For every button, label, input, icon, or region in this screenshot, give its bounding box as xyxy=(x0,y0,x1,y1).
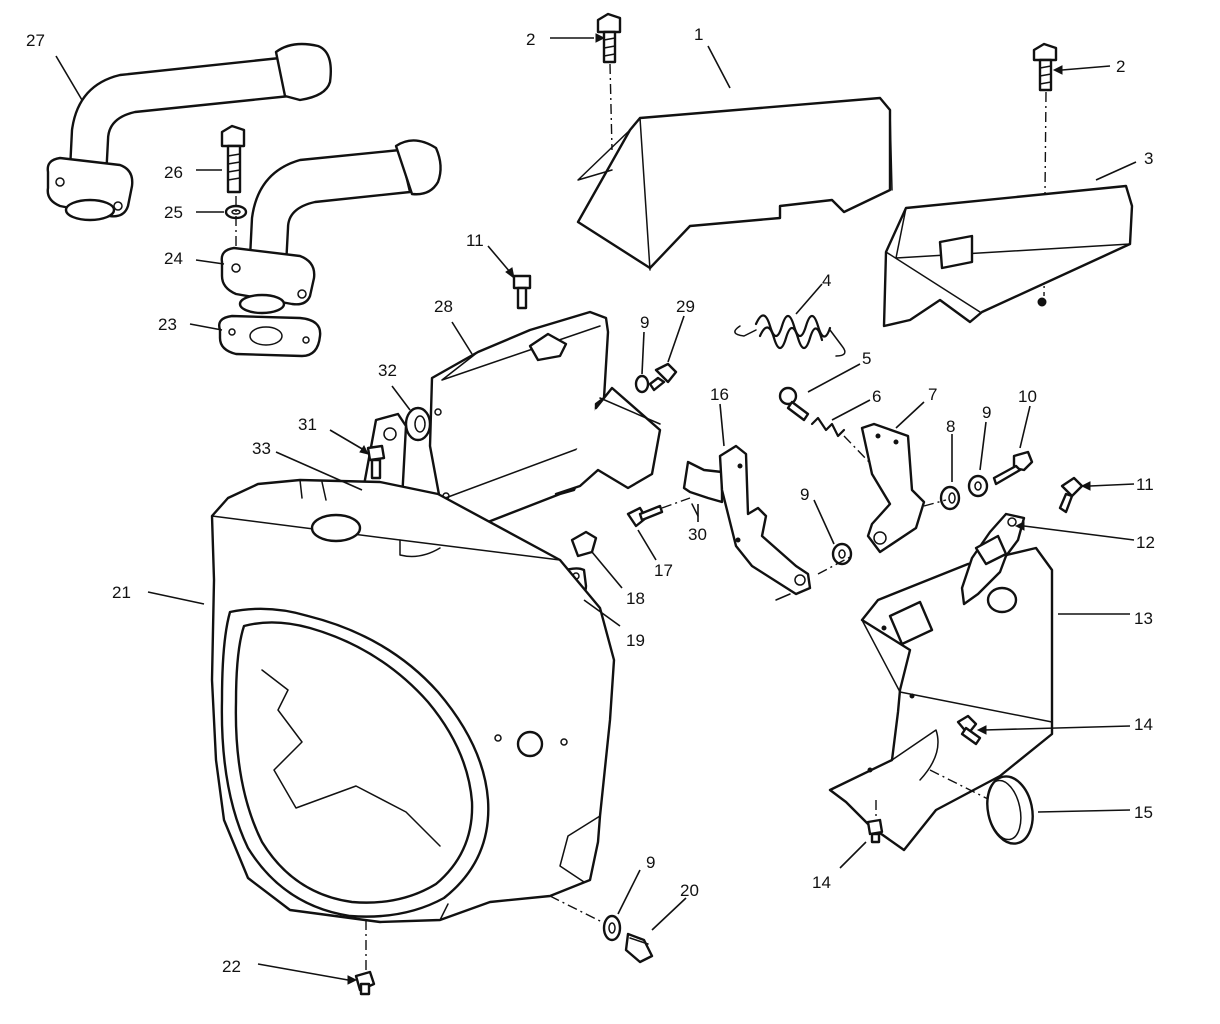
part-24-exhaust-elbow xyxy=(220,139,442,315)
label-18: 18 xyxy=(626,589,645,608)
part-9-washer-a xyxy=(967,474,989,498)
part-18-screw xyxy=(570,530,598,558)
part-10-bolt xyxy=(992,450,1034,486)
part-21-blower-housing xyxy=(210,478,616,924)
part-17-screw xyxy=(626,504,664,528)
label-2-right: 2 xyxy=(1116,57,1125,76)
part-30-clip xyxy=(682,460,724,517)
part-14-screw-a xyxy=(956,714,982,746)
part-32-grommet xyxy=(404,406,432,442)
label-14-bottom: 14 xyxy=(812,873,831,892)
label-31: 31 xyxy=(298,415,317,434)
label-23: 23 xyxy=(158,315,177,334)
part-9-washer-d xyxy=(602,914,622,942)
label-1: 1 xyxy=(694,25,703,44)
part-22-screw xyxy=(354,970,376,996)
label-11-right: 11 xyxy=(1136,475,1154,494)
label-3: 3 xyxy=(1144,149,1153,168)
label-9-right: 9 xyxy=(982,403,991,422)
part-1-top-cover xyxy=(576,96,893,271)
part-15-plug xyxy=(986,775,1034,845)
part-26-bolt xyxy=(220,124,246,194)
label-8: 8 xyxy=(946,417,955,436)
part-3-right-cover xyxy=(882,184,1134,328)
label-21: 21 xyxy=(112,583,131,602)
part-16-bracket xyxy=(718,444,812,596)
label-9-top: 9 xyxy=(640,313,649,332)
label-22: 22 xyxy=(222,957,241,976)
label-30: 30 xyxy=(688,525,707,544)
part-12-bracket xyxy=(960,512,1026,606)
label-17: 17 xyxy=(654,561,673,580)
label-9-mid: 9 xyxy=(800,485,809,504)
part-5-screw xyxy=(778,386,810,422)
part-9-washer-c xyxy=(831,542,853,566)
label-25: 25 xyxy=(164,203,183,222)
part-13-side-shroud xyxy=(828,546,1054,852)
part-11-screw-top xyxy=(512,274,532,310)
label-27: 27 xyxy=(26,31,45,50)
label-6: 6 xyxy=(872,387,881,406)
label-19: 19 xyxy=(626,631,645,650)
part-8-spacer xyxy=(939,485,961,511)
label-9-bottom: 9 xyxy=(646,853,655,872)
part-2-bolt-right xyxy=(1032,42,1058,92)
part-4-spring xyxy=(734,314,846,357)
label-20: 20 xyxy=(680,881,699,900)
label-16: 16 xyxy=(710,385,729,404)
label-28: 28 xyxy=(434,297,453,316)
label-15: 15 xyxy=(1134,803,1153,822)
part-20-screw xyxy=(624,932,654,964)
label-24: 24 xyxy=(164,249,183,268)
label-26: 26 xyxy=(164,163,183,182)
label-12: 12 xyxy=(1136,533,1155,552)
part-29-screw xyxy=(648,362,678,392)
label-14-right: 14 xyxy=(1134,715,1153,734)
label-11-top: 11 xyxy=(466,231,484,250)
label-2-left: 2 xyxy=(526,30,535,49)
label-29: 29 xyxy=(676,297,695,316)
part-2-bolt-left xyxy=(596,12,622,64)
label-32: 32 xyxy=(378,361,397,380)
part-9-washer-b xyxy=(634,374,650,394)
label-13: 13 xyxy=(1134,609,1153,628)
part-7-lever xyxy=(860,422,926,554)
label-33: 33 xyxy=(252,439,271,458)
label-7: 7 xyxy=(928,385,937,404)
callout-labels: 1 2 2 3 4 5 6 7 8 9 10 11 xyxy=(26,25,1155,985)
part-11-screw-right xyxy=(1058,476,1084,514)
part-6-spring xyxy=(810,416,846,438)
label-4: 4 xyxy=(822,271,831,290)
label-10: 10 xyxy=(1018,387,1037,406)
part-28-shroud xyxy=(428,310,662,538)
part-23-gasket xyxy=(218,314,322,358)
part-31-screw xyxy=(366,444,386,480)
part-27-exhaust-elbow xyxy=(46,42,332,222)
part-14-screw-b xyxy=(866,818,884,844)
label-5: 5 xyxy=(862,349,871,368)
